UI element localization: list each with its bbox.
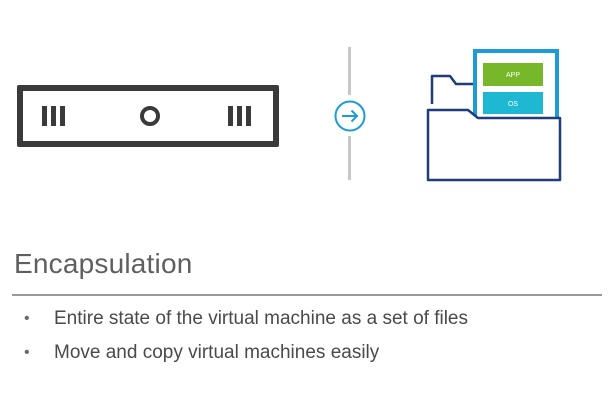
vm-folder-icon: APP OS	[426, 49, 562, 182]
divider-line-top	[348, 47, 351, 95]
circle-arrow-right-icon	[334, 100, 366, 132]
bullet-list: • Entire state of the virtual machine as…	[18, 302, 468, 370]
bullet-text: Move and copy virtual machines easily	[54, 342, 380, 363]
app-label: APP	[506, 72, 520, 79]
divider-line-bottom	[348, 136, 351, 180]
encapsulation-illustration: APP OS	[17, 47, 562, 182]
physical-server-icon	[17, 85, 279, 147]
bullet-text: Entire state of the virtual machine as a…	[54, 308, 468, 329]
section-title: Encapsulation	[14, 248, 193, 279]
title-underline	[12, 294, 602, 296]
list-item: • Entire state of the virtual machine as…	[18, 302, 468, 336]
os-label: OS	[508, 101, 518, 108]
bullet-dot-icon: •	[24, 344, 30, 361]
list-item: • Move and copy virtual machines easily	[18, 336, 468, 370]
bullet-dot-icon: •	[24, 310, 30, 327]
